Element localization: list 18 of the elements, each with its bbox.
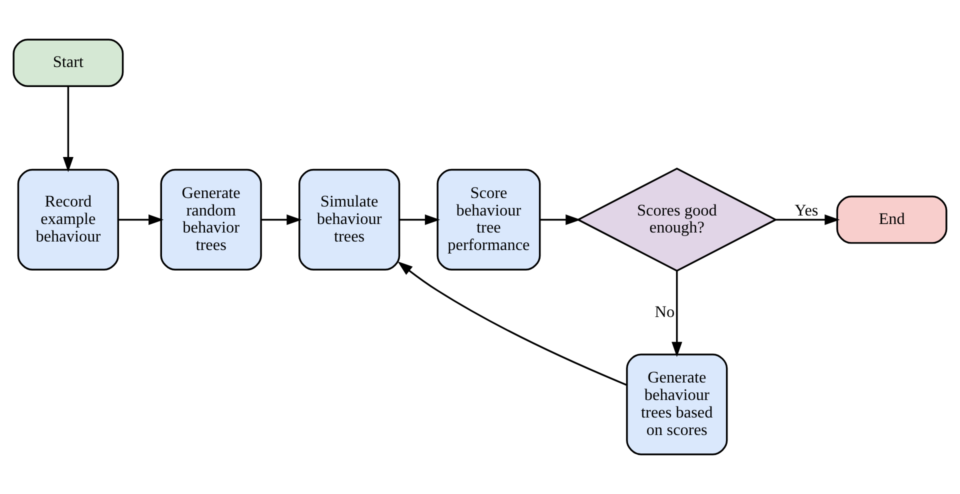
node-box: Record example behaviour	[17, 168, 120, 271]
arrow	[398, 261, 627, 386]
arrow	[261, 214, 302, 225]
node-box: Start	[12, 38, 124, 87]
edge-label: Yes	[794, 201, 818, 220]
arrow	[776, 214, 840, 225]
node-box: Generate random behavior trees	[160, 168, 262, 271]
arrow	[672, 271, 682, 358]
arrow	[540, 214, 581, 225]
arrow	[62, 86, 74, 172]
edge-label: No	[654, 302, 675, 321]
arrow	[118, 214, 164, 225]
node-box: End	[836, 196, 948, 244]
node-box: Simulate behaviour trees	[298, 168, 400, 271]
node-diamond: Scores good enough?	[576, 168, 778, 272]
arrow	[400, 214, 440, 225]
node-box: Score behaviour tree performance	[436, 168, 541, 271]
node-box: Generate behaviour trees based on scores	[626, 354, 728, 456]
